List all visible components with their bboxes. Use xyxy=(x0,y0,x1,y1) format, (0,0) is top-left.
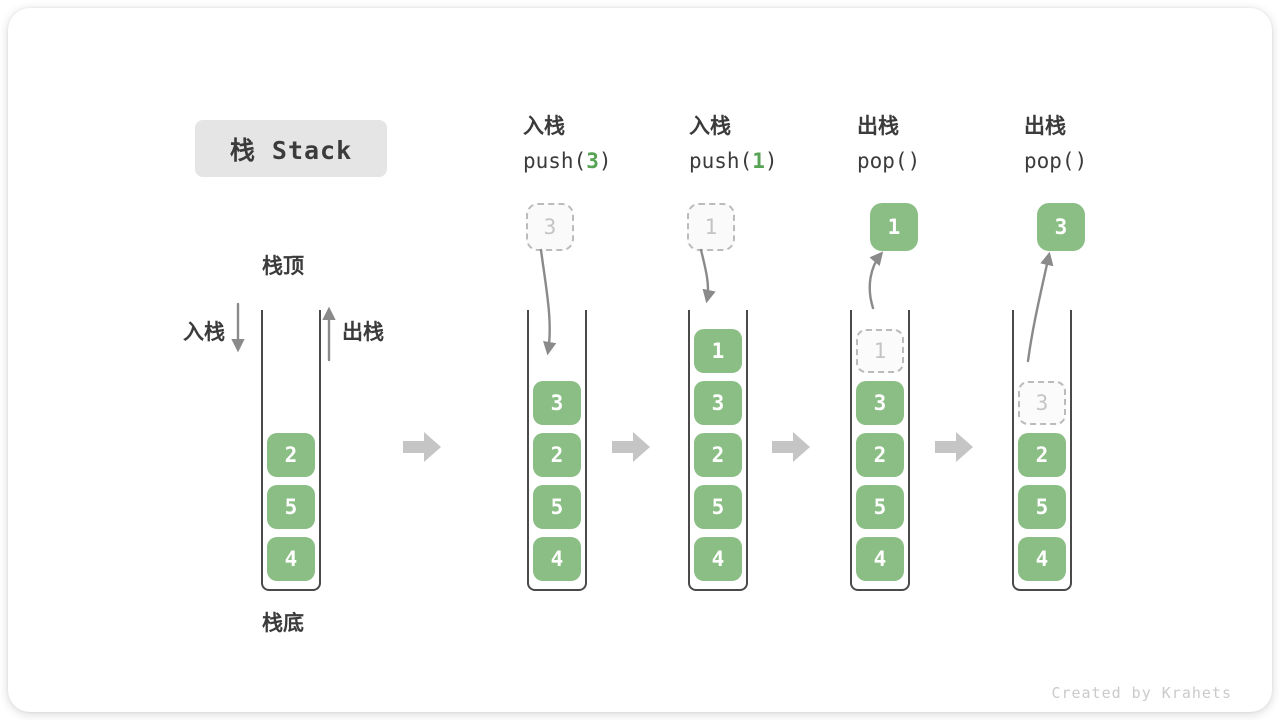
stack-element: 5 xyxy=(856,485,904,529)
pop-1-arrow-icon xyxy=(868,251,884,310)
label-push-direction: 入栈 xyxy=(183,320,225,344)
code-post: ) xyxy=(764,149,778,173)
label-pop-direction: 出栈 xyxy=(342,320,384,344)
stack-element: 5 xyxy=(1018,485,1066,529)
stack-element: 2 xyxy=(694,433,742,477)
code-argument: 1 xyxy=(752,149,765,173)
stack-element: 4 xyxy=(1018,537,1066,581)
stack-element: 5 xyxy=(267,485,315,529)
stack-element: 3 xyxy=(533,381,581,425)
code-post: ) xyxy=(907,149,921,173)
flow-arrow-icon xyxy=(772,432,810,462)
popped-element: 1 xyxy=(870,203,918,251)
stack-element: 1 xyxy=(694,329,742,373)
code-pre: push( xyxy=(689,149,753,173)
operation-code: pop() xyxy=(857,149,920,174)
label-stack-top: 栈顶 xyxy=(262,254,304,278)
stack-element: 4 xyxy=(267,537,315,581)
code-post: ) xyxy=(1074,149,1088,173)
pending-push-element: 3 xyxy=(526,203,574,251)
stack-element-ghost: 3 xyxy=(1018,381,1066,425)
watermark: Created by Krahets xyxy=(1051,684,1232,702)
code-pre: pop( xyxy=(1024,149,1075,173)
stack-element: 2 xyxy=(856,433,904,477)
flow-arrow-icon xyxy=(935,432,973,462)
title-badge: 栈 Stack xyxy=(195,120,387,177)
push-1-arrow-icon xyxy=(699,248,716,304)
stack-element: 4 xyxy=(856,537,904,581)
stack-element: 3 xyxy=(694,381,742,425)
code-post: ) xyxy=(598,149,612,173)
stack-element: 2 xyxy=(1018,433,1066,477)
title-text: 栈 Stack xyxy=(229,135,353,165)
stack-element-ghost: 1 xyxy=(856,329,904,373)
flow-arrow-icon xyxy=(403,432,441,462)
operation-label: 出栈 xyxy=(857,114,899,138)
stack-element: 5 xyxy=(694,485,742,529)
code-pre: push( xyxy=(523,149,587,173)
stack-element: 5 xyxy=(533,485,581,529)
operation-code: pop() xyxy=(1024,149,1087,174)
operation-code: push(1) xyxy=(689,149,778,174)
stack-element: 4 xyxy=(533,537,581,581)
code-pre: pop( xyxy=(857,149,908,173)
operation-label: 入栈 xyxy=(523,114,565,138)
stack-element: 2 xyxy=(267,433,315,477)
pending-push-element: 1 xyxy=(687,203,735,251)
operation-label: 入栈 xyxy=(689,114,731,138)
stack-element: 4 xyxy=(694,537,742,581)
stack-element: 2 xyxy=(533,433,581,477)
stack-element: 3 xyxy=(856,381,904,425)
flow-arrow-icon xyxy=(612,432,650,462)
code-argument: 3 xyxy=(586,149,599,173)
arrows-layer xyxy=(231,248,1054,462)
operation-code: push(3) xyxy=(523,149,612,174)
popped-element: 3 xyxy=(1037,203,1085,251)
operation-label: 出栈 xyxy=(1024,114,1066,138)
label-stack-bottom: 栈底 xyxy=(262,611,304,635)
